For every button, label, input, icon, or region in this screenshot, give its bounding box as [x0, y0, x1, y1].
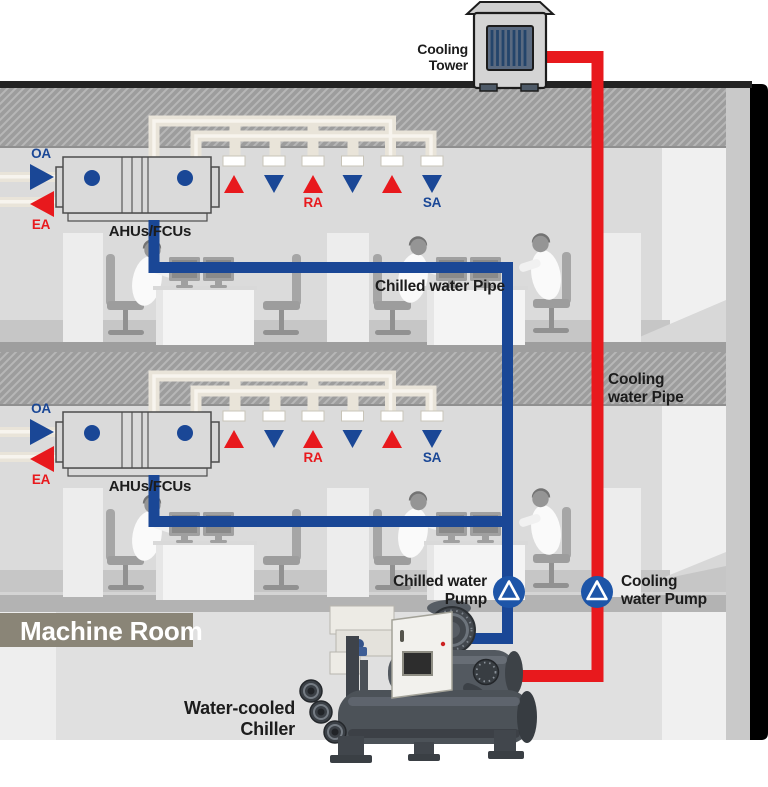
building-side-shadow [750, 84, 768, 740]
machine-room-banner [0, 613, 193, 647]
machine-room-label: Machine Room [20, 616, 203, 646]
cooling-tower [464, 1, 556, 92]
ahu-label-floor1: AHUs/FCUs [109, 223, 191, 240]
water-cooled-chiller-illustration [299, 600, 537, 763]
cooling-water-pipe-label-line1: Cooling [608, 371, 664, 388]
chiller-label-line2: Chiller [240, 719, 295, 739]
outer-wall-right [726, 88, 750, 740]
oa-label-floor1: OA [31, 146, 51, 161]
ea-label-floor2: EA [32, 472, 51, 487]
chilled-water-pump-label-line2: Pump [445, 591, 487, 608]
ea-label-floor1: EA [32, 217, 51, 232]
chilled-water-pump-label-line1: Chilled water [393, 573, 487, 590]
sa-label-floor2: SA [423, 450, 442, 465]
ra-label-floor1: RA [303, 195, 323, 210]
ahu-label-floor2: AHUs/FCUs [109, 478, 191, 495]
oa-label-floor2: OA [31, 401, 51, 416]
cooling-water-pump-icon [579, 574, 615, 610]
labels-layer: Cooling Tower OA EA RA SA AHUs/FCUs OA E… [20, 41, 707, 739]
chilled-water-pipe-label: Chilled water Pipe [375, 278, 505, 295]
chiller-nozzles [299, 679, 347, 744]
cooling-tower-label-line2: Tower [429, 57, 469, 73]
cooling-water-piping [490, 51, 604, 682]
chilled-water-piping [148, 220, 513, 644]
roof-line [0, 81, 752, 88]
chiller-label-line1: Water-cooled [184, 698, 295, 718]
cooling-water-pump-label-line1: Cooling [621, 573, 677, 590]
chilled-water-pump-icon [491, 574, 527, 610]
cooling-water-pump-label-line2: water Pump [620, 591, 707, 608]
sa-label-floor1: SA [423, 195, 442, 210]
cooling-water-pipe-label-line2: water Pipe [607, 389, 684, 406]
cooling-tower-label-line1: Cooling [417, 41, 468, 57]
slab-between-floors [0, 342, 726, 352]
ra-label-floor2: RA [303, 450, 323, 465]
